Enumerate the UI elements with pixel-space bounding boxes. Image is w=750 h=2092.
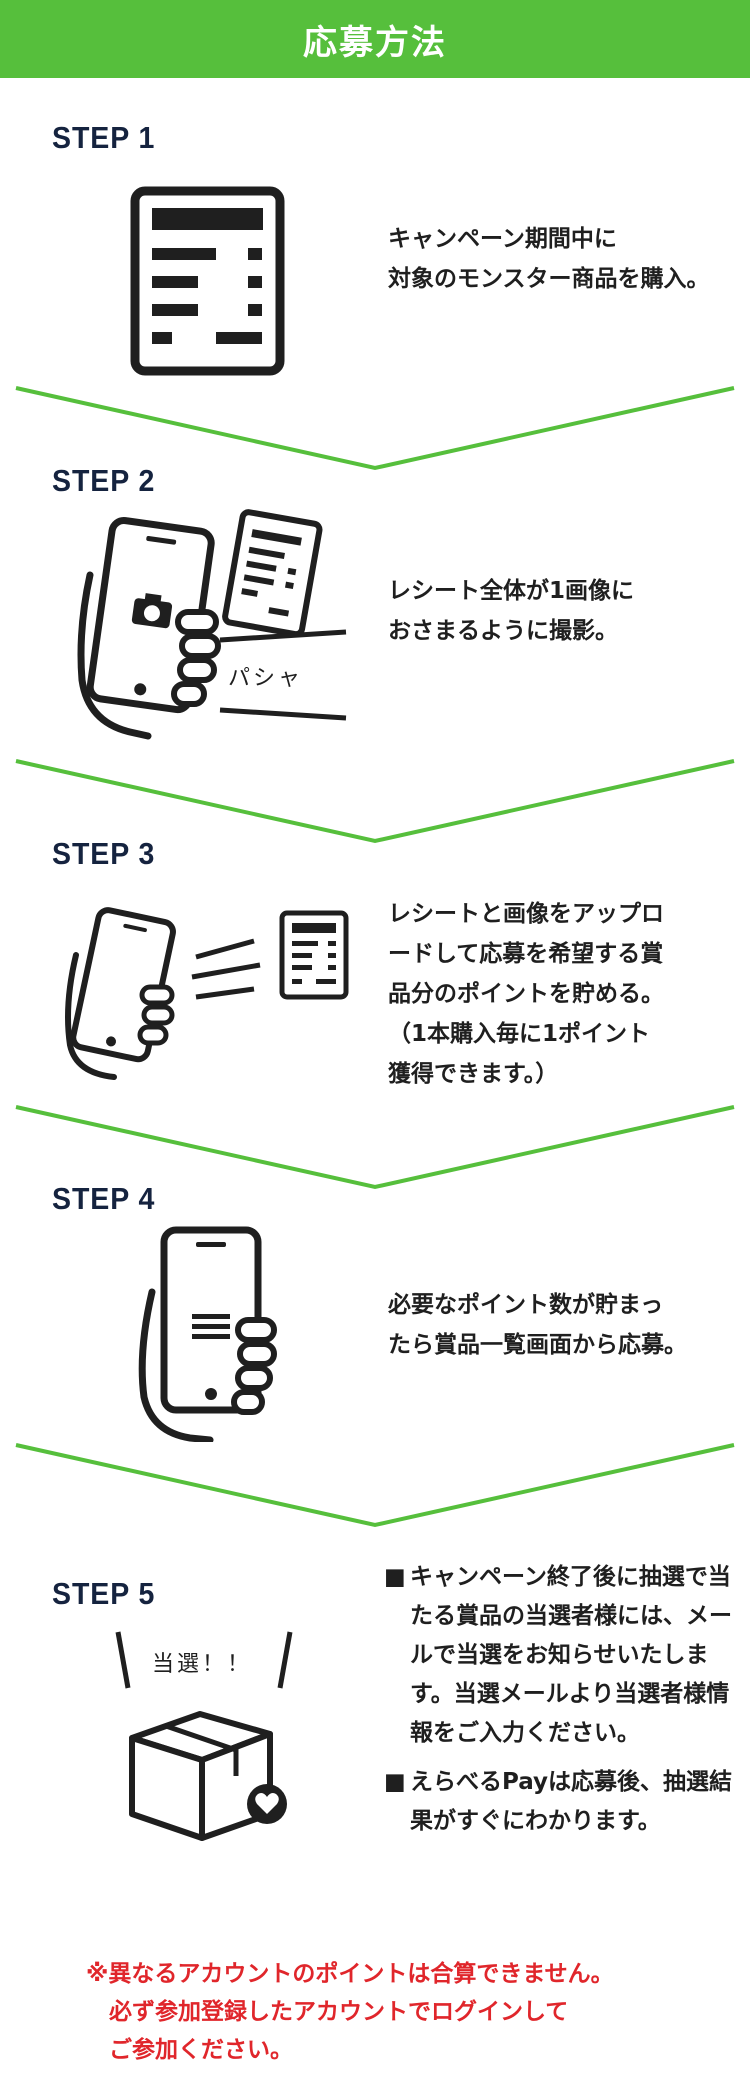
note-item: ■ キャンペーン終了後に抽選で当たる賞品の当選者様には、メールで当選をお知らせい…	[384, 1558, 744, 1753]
step-1-description: キャンペーン期間中に 対象のモンスター商品を購入。	[388, 226, 710, 292]
step-divider-2	[15, 759, 735, 844]
account-warning: ※異なるアカウントのポイントは合算できません。 必ず参加登録したアカウントでログ…	[86, 1955, 726, 2069]
note-text: えらべるPayは応募後、抽選結果がすぐにわかります。	[410, 1769, 733, 1834]
page-title: 応募方法	[303, 22, 447, 63]
heart-badge-icon	[247, 1784, 287, 1824]
warning-line-2: 必ず参加登録したアカウントでログインして	[86, 1999, 569, 2025]
step-2-label: STEP 2	[52, 463, 156, 498]
step-5-label: STEP 5	[52, 1576, 156, 1611]
step-4-description: 必要なポイント数が貯まっ たら賞品一覧画面から応募。	[388, 1292, 687, 1358]
step-5-notes: ■ キャンペーン終了後に抽選で当たる賞品の当選者様には、メールで当選をお知らせい…	[384, 1558, 744, 1851]
step-2-description: レシート全体が1画像に おさまるように撮影。	[388, 578, 635, 644]
note-mark: ■	[384, 1769, 406, 1795]
warning-line-3: ご参加ください。	[86, 2037, 293, 2063]
win-exclaim-text: 当選！！	[152, 1652, 253, 1677]
phone-list-icon	[138, 1226, 277, 1442]
note-item: ■ えらべるPayは応募後、抽選結果がすぐにわかります。	[384, 1763, 744, 1841]
shutter-sound-text: パシャ	[228, 666, 304, 691]
phone-upload-icon	[65, 907, 349, 1080]
note-mark: ■	[384, 1564, 406, 1590]
step-divider-1	[15, 386, 735, 471]
warning-line-1: ※異なるアカウントのポイントは合算できません。	[86, 1961, 614, 1987]
step-1-label: STEP 1	[52, 120, 156, 155]
step-divider-3	[15, 1105, 735, 1190]
prize-box-icon	[115, 1631, 293, 1841]
receipt-icon	[130, 186, 285, 376]
phone-camera-icon	[77, 509, 347, 740]
step-4-label: STEP 4	[52, 1181, 156, 1216]
step-3-label: STEP 3	[52, 836, 156, 871]
page-header: 応募方法	[0, 0, 750, 78]
note-text: キャンペーン終了後に抽選で当たる賞品の当選者様には、メールで当選をお知らせいたし…	[410, 1564, 732, 1746]
step-divider-4	[15, 1443, 735, 1528]
step-3-description: レシートと画像をアップロ ードして応募を希望する賞 品分のポイントを貯める。 （…	[388, 901, 664, 1087]
